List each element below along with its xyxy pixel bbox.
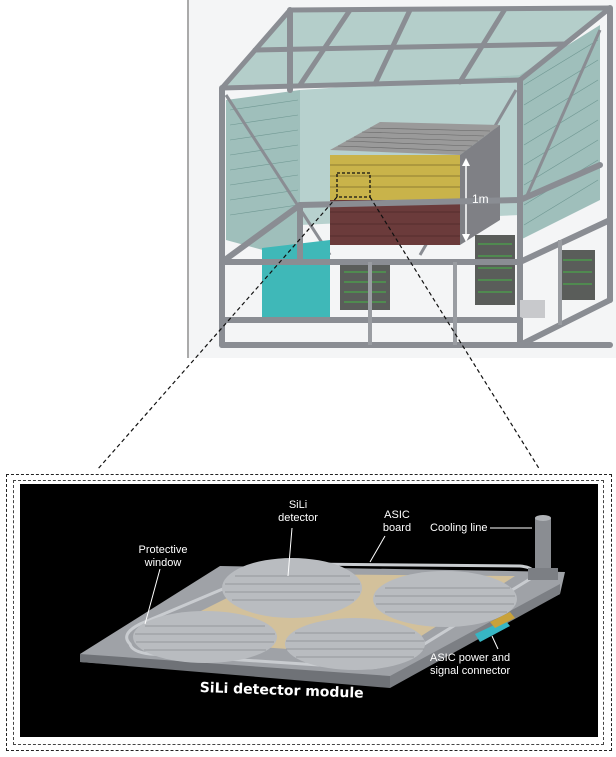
wafer-bottom-right [285, 618, 425, 670]
asic-board-label: ASIC board [382, 509, 412, 534]
wafer-top-right [373, 571, 517, 627]
cyan-box [262, 240, 330, 318]
module-panel: SiLi detector ASIC board Cooling line Pr… [20, 484, 598, 737]
sili-detector-label: SiLi detector [278, 499, 318, 524]
label-leader-lines [144, 527, 532, 650]
asic-connector-label: ASIC power and signal connector [430, 652, 511, 677]
detail-inner-frame [13, 480, 604, 745]
stack-top-lines [337, 127, 491, 152]
panel-stripes [229, 39, 599, 226]
wafer-top-left [222, 558, 362, 618]
wafer-bottom-left [133, 611, 277, 663]
detector-assembly-illustration [187, 0, 616, 358]
plate-edge [80, 654, 390, 688]
asic-connector [475, 620, 510, 642]
asic-connector-clip [490, 612, 515, 628]
cooling-line-post [535, 518, 551, 578]
plate-edge-right [390, 584, 560, 688]
roof-frame [219, 5, 613, 91]
cooling-line-base [528, 568, 558, 580]
cooling-line-cap [535, 515, 551, 521]
wafer-strips [135, 575, 515, 658]
cooling-line-label: Cooling line [430, 522, 488, 534]
detail-outer-frame [6, 474, 612, 751]
scale-label: 1m [472, 192, 489, 206]
sili-module-illustration [80, 515, 565, 688]
protective-window-label: Protective window [138, 544, 188, 569]
zoom-region-marker [336, 172, 371, 198]
stack-yellow-layers [330, 155, 460, 200]
stack-yellow-detail [330, 164, 460, 188]
